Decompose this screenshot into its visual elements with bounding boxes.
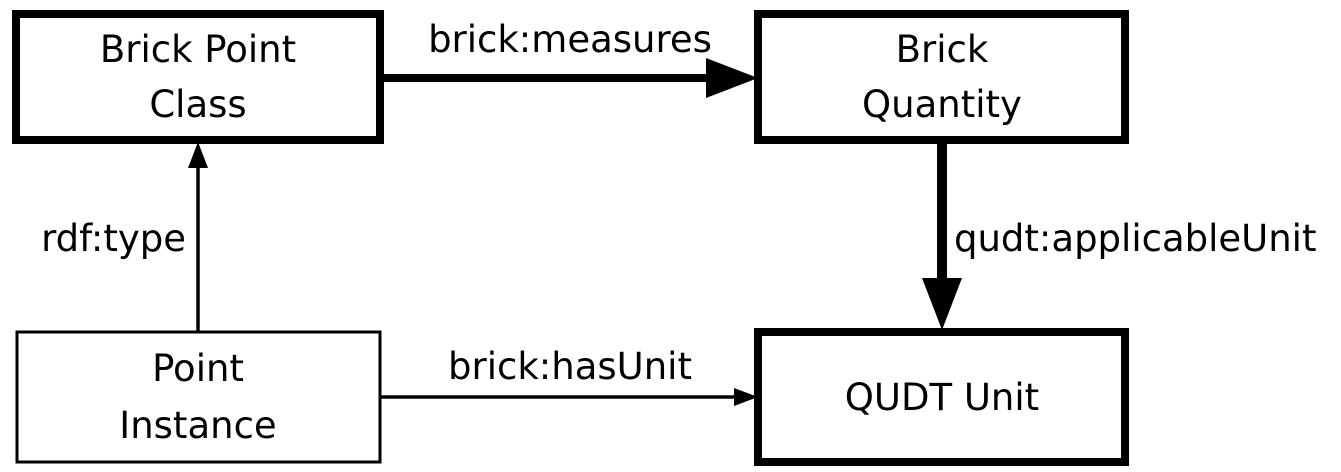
- node-point-instance-label-line2: Instance: [119, 404, 276, 447]
- node-brick-point-class-label-line2: Class: [149, 83, 246, 126]
- node-brick-point-class: Brick Point Class: [12, 10, 384, 144]
- edge-measures: brick:measures: [380, 18, 758, 98]
- node-point-instance: Point Instance: [15, 330, 382, 464]
- edge-applicable-unit-label: qudt:applicableUnit: [954, 217, 1316, 260]
- node-qudt-unit-label: QUDT Unit: [845, 376, 1039, 419]
- node-point-instance-label-line1: Point: [152, 347, 244, 390]
- node-qudt-unit-box: [754, 328, 1129, 466]
- node-brick-point-class-box: [12, 10, 384, 144]
- node-qudt-unit: QUDT Unit: [754, 328, 1129, 466]
- node-brick-quantity-label-line2: Quantity: [862, 83, 1022, 126]
- edge-applicable-unit-arrowhead: [922, 278, 962, 330]
- edge-has-unit: brick:hasUnit: [380, 345, 758, 406]
- edge-measures-label: brick:measures: [428, 18, 712, 61]
- edge-applicable-unit: qudt:applicableUnit: [922, 140, 1316, 330]
- node-brick-point-class-label-line1: Brick Point: [100, 28, 296, 71]
- edge-has-unit-label: brick:hasUnit: [448, 345, 692, 388]
- edge-type-label: rdf:type: [41, 217, 186, 260]
- edge-has-unit-arrowhead: [734, 388, 758, 406]
- node-brick-quantity-label-line1: Brick: [896, 28, 989, 71]
- edge-type: rdf:type: [41, 142, 208, 332]
- node-brick-quantity: Brick Quantity: [754, 10, 1129, 144]
- edge-measures-arrowhead: [706, 58, 758, 98]
- edge-type-arrowhead: [188, 142, 208, 168]
